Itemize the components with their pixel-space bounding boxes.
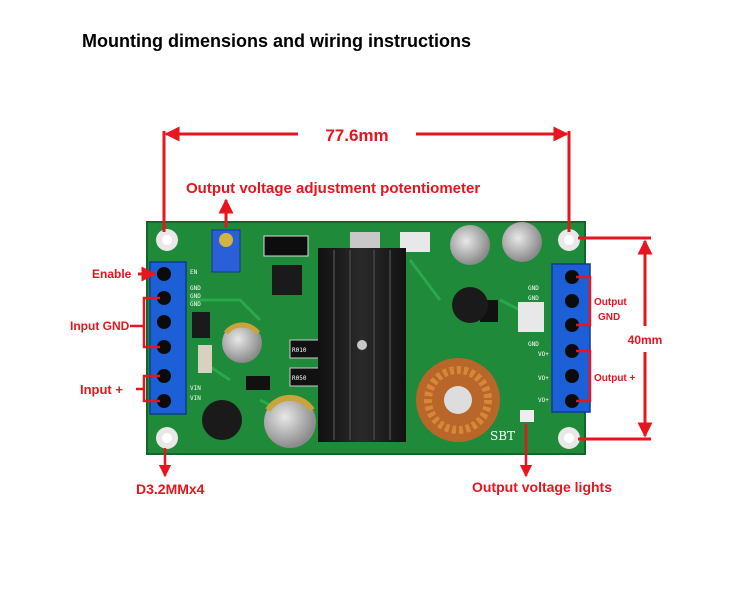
output-lights-callout: Output voltage lights: [472, 424, 612, 495]
silk-vo-plus-2: VO+: [538, 375, 549, 382]
silk-gnd-3: GND: [190, 301, 201, 308]
input-gnd-label: Input GND: [70, 319, 130, 333]
input-gnd-callout: Input GND: [70, 296, 160, 349]
mounting-holes: [156, 229, 580, 449]
height-dimension: 40mm: [578, 236, 663, 441]
input-plus-callout: Input +: [80, 374, 160, 403]
output-gnd-callout: Output GND: [576, 275, 627, 327]
silk-vo-gnd-3: GND: [528, 341, 539, 348]
toroid-inductor: [416, 358, 500, 442]
output-terminal-block: [551, 263, 591, 413]
enable-label: Enable: [92, 267, 132, 281]
silkscreen: EN GND GND GND VIN VIN GND GND GND VO+ V…: [190, 269, 549, 443]
silk-vo-gnd-2: GND: [528, 295, 539, 302]
hole-label: D3.2MMx4: [136, 481, 205, 497]
input-plus-label: Input +: [80, 382, 123, 397]
output-plus-label: Output +: [594, 373, 636, 384]
enable-callout: Enable: [92, 266, 157, 282]
silk-vo-plus-1: VO+: [538, 351, 549, 358]
output-gnd-label-1: Output: [594, 297, 627, 308]
heatsink: [318, 248, 406, 442]
silk-vo-gnd-1: GND: [528, 285, 539, 292]
capacitors: [202, 222, 542, 448]
potentiometer-label: Output voltage adjustment potentiometer: [186, 180, 480, 197]
width-label: 77.6mm: [325, 126, 388, 145]
potentiometer-callout: Output voltage adjustment potentiometer: [186, 180, 480, 228]
output-gnd-label-2: GND: [598, 312, 620, 323]
hole-callout: D3.2MMx4: [136, 448, 205, 497]
silk-gnd-1: GND: [190, 285, 201, 292]
potentiometer: [211, 229, 241, 273]
output-plus-callout: Output +: [576, 349, 636, 403]
page-title: Mounting dimensions and wiring instructi…: [82, 31, 471, 51]
input-terminal-block: [149, 261, 187, 415]
silk-vin-1: VIN: [190, 385, 201, 392]
silk-r050: R050: [292, 375, 307, 382]
silk-vin-2: VIN: [190, 395, 201, 402]
silk-vo-plus-3: VO+: [538, 397, 549, 404]
output-lights-label: Output voltage lights: [472, 479, 612, 495]
ic-chips: [192, 232, 544, 390]
width-dimension: 77.6mm: [162, 126, 571, 232]
silk-brand: SBT: [490, 429, 515, 443]
silk-r010: R010: [292, 347, 307, 354]
height-label: 40mm: [628, 333, 663, 347]
output-led: [520, 410, 534, 422]
silk-en: EN: [190, 269, 198, 276]
silk-gnd-2: GND: [190, 293, 201, 300]
